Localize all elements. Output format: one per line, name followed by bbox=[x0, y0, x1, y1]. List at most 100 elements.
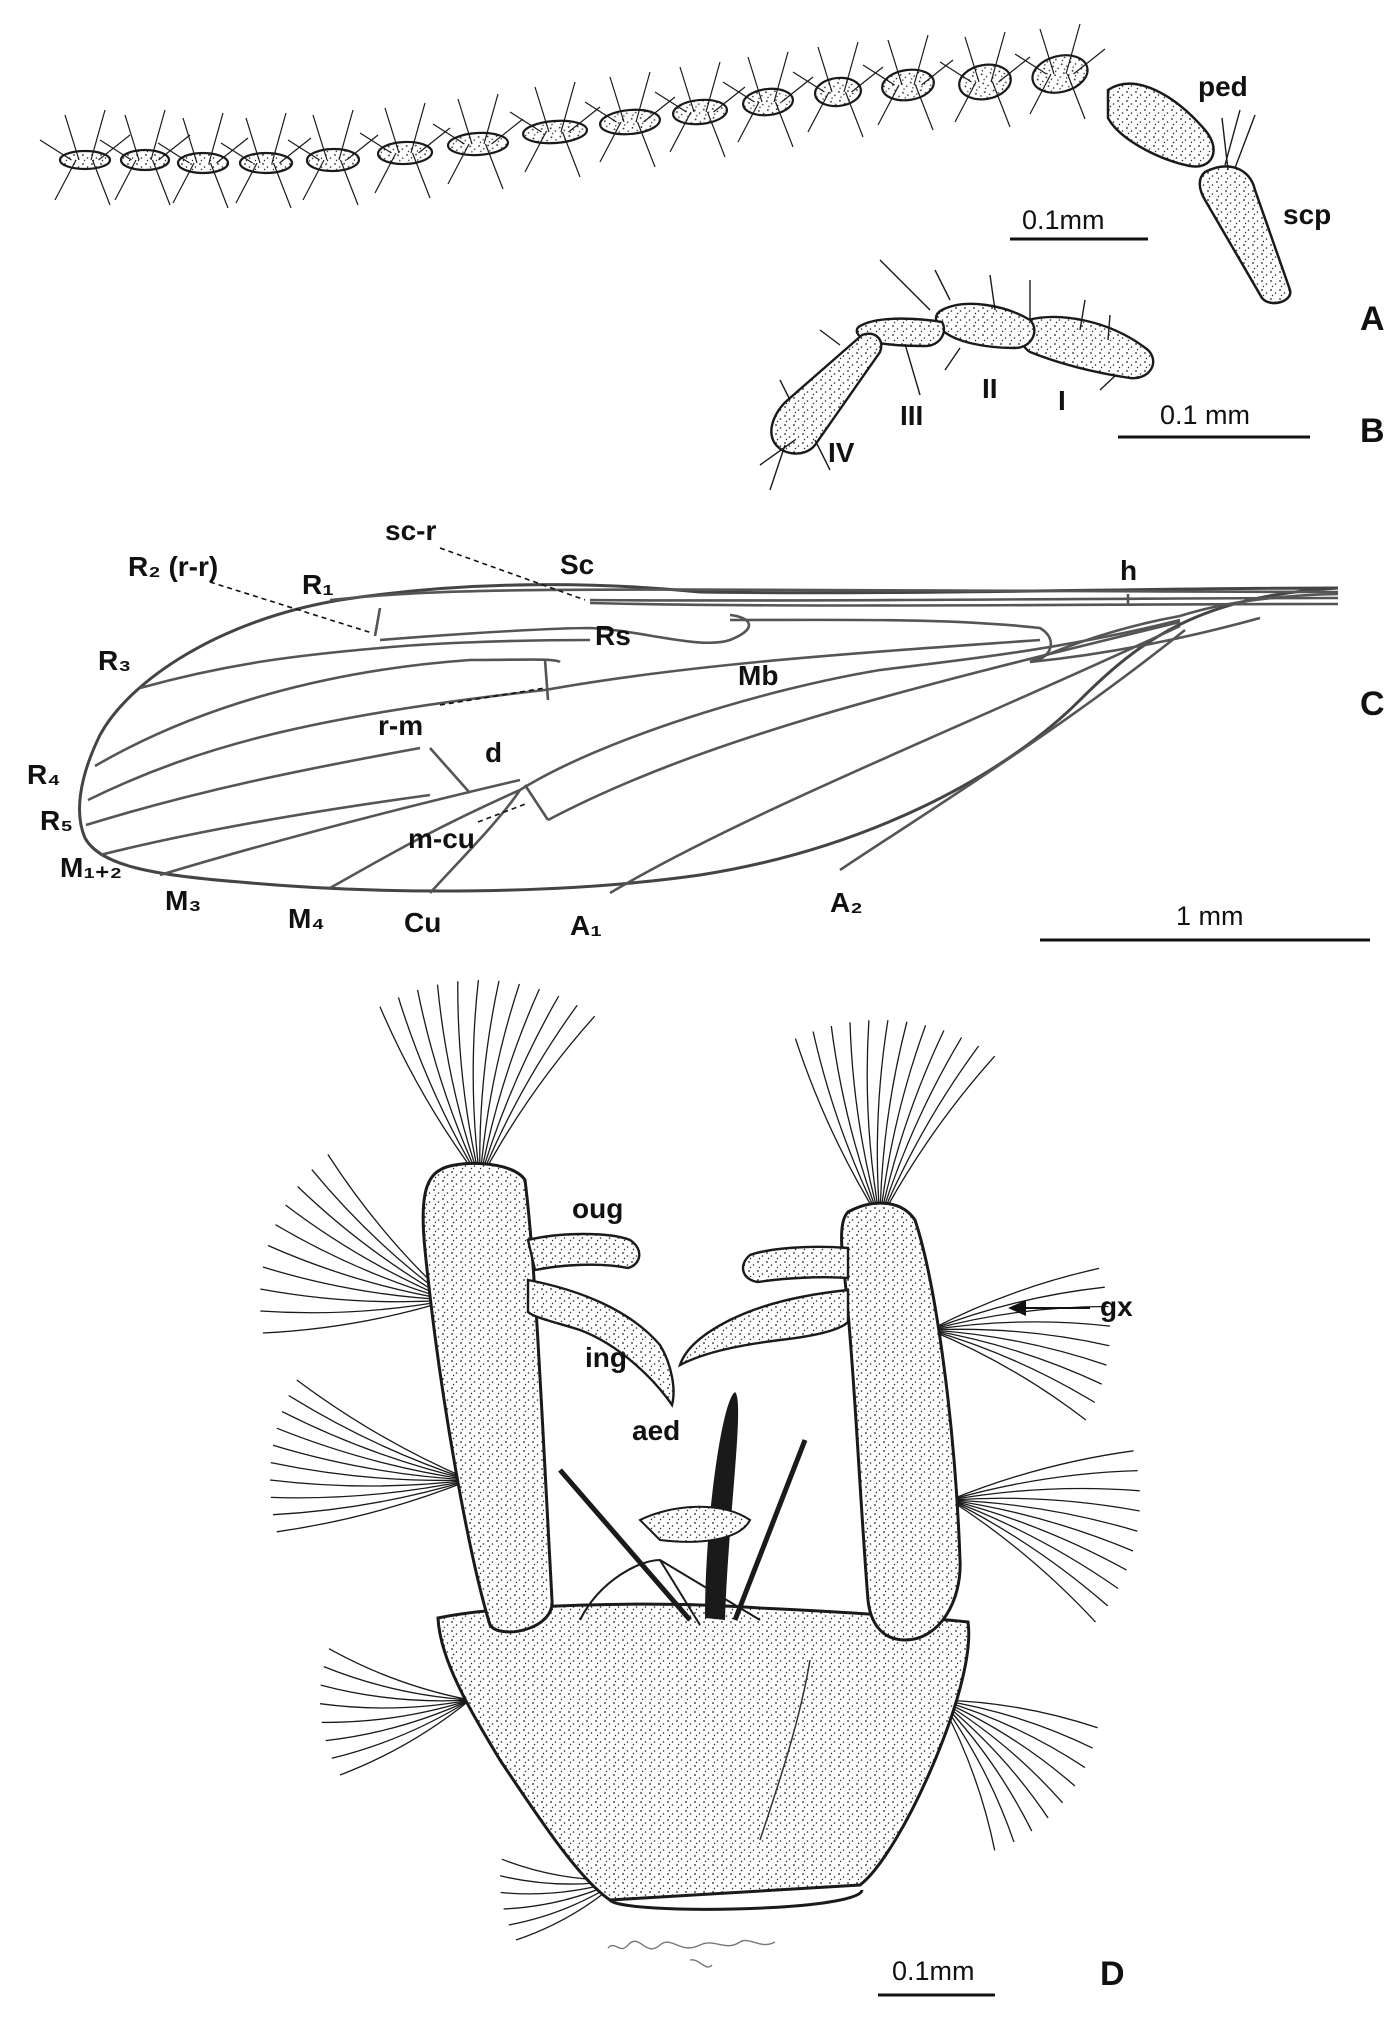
antenna-seta bbox=[124, 114, 140, 161]
genital-seta bbox=[262, 1266, 451, 1301]
flagellomere bbox=[521, 119, 589, 145]
right-gonostylus bbox=[840, 1201, 962, 1642]
antenna-seta bbox=[524, 131, 547, 173]
flagellomere bbox=[741, 87, 795, 117]
genital-seta bbox=[321, 1699, 471, 1724]
genital-seta bbox=[276, 1427, 471, 1481]
right-oug bbox=[741, 1245, 850, 1284]
wing-leader-lines bbox=[209, 547, 586, 823]
wing-label-r3: R₃ bbox=[98, 645, 131, 676]
antenna-seta bbox=[737, 101, 760, 143]
antenna-seta bbox=[913, 34, 929, 86]
genital-seta bbox=[416, 989, 481, 1181]
antenna-seta bbox=[235, 162, 258, 204]
antenna-seta bbox=[302, 159, 325, 201]
palpus-segment-iv bbox=[770, 332, 883, 455]
genital-seta bbox=[319, 1699, 471, 1709]
genitalia-label-aed: aed bbox=[632, 1415, 680, 1446]
antenna-seta bbox=[491, 118, 524, 145]
antenna-seta bbox=[817, 46, 833, 93]
genital-seta bbox=[397, 997, 481, 1181]
wing-label-m-cu: m-cu bbox=[408, 823, 475, 854]
antenna-seta bbox=[609, 76, 625, 123]
antenna-seta bbox=[39, 139, 72, 161]
antenna-seta bbox=[844, 91, 864, 138]
left-oug bbox=[526, 1232, 641, 1272]
antenna-seta bbox=[706, 111, 726, 158]
antenna-seta bbox=[374, 152, 397, 194]
flagellomere bbox=[176, 151, 230, 175]
antenna-seta bbox=[114, 159, 137, 201]
genital-seta bbox=[272, 1444, 471, 1481]
wing-label-rs: Rs bbox=[595, 620, 631, 651]
wing-label-h: h bbox=[1120, 555, 1137, 586]
genital-seta bbox=[949, 1499, 1096, 1623]
antenna-seta bbox=[457, 98, 473, 145]
genital-seta bbox=[479, 983, 521, 1181]
palpus-label-iv: IV bbox=[828, 437, 855, 468]
base-suture bbox=[759, 1659, 811, 1841]
wing-label-r5: R₅ bbox=[40, 805, 73, 836]
antenna-seta bbox=[279, 137, 312, 164]
genital-seta bbox=[479, 1004, 578, 1181]
panel-label-c: C bbox=[1360, 685, 1385, 723]
flagellomere bbox=[119, 148, 171, 172]
genital-seta bbox=[879, 1055, 996, 1221]
palpus-setae bbox=[759, 259, 1116, 491]
antenna-seta bbox=[921, 59, 954, 86]
genital-seta bbox=[260, 1288, 451, 1303]
antenna-seta bbox=[483, 93, 499, 145]
genital-seta bbox=[479, 980, 500, 1181]
antenna-seta bbox=[90, 109, 106, 161]
antenna-seta bbox=[91, 159, 111, 206]
genital-seta bbox=[479, 988, 540, 1181]
antenna-seta bbox=[1065, 23, 1081, 75]
genital-seta bbox=[949, 1487, 1140, 1501]
genital-seta bbox=[949, 1497, 1140, 1512]
genital-seta bbox=[929, 1321, 1111, 1331]
antenna-seta bbox=[654, 91, 687, 113]
genital-seta bbox=[331, 1699, 471, 1759]
genital-seta bbox=[794, 1038, 881, 1221]
genital-seta bbox=[472, 979, 481, 1181]
genital-seta bbox=[296, 1379, 471, 1481]
palpus-drawing bbox=[759, 259, 1155, 491]
gx-arrow-head bbox=[1008, 1300, 1026, 1316]
antenna-seta bbox=[705, 61, 721, 113]
antenna-seta bbox=[843, 41, 859, 93]
wing-label-r1: R₁ bbox=[302, 569, 334, 600]
left-ing bbox=[526, 1278, 675, 1408]
wing-label-m12: M₁₊₂ bbox=[60, 852, 122, 883]
antenna-seta bbox=[713, 86, 746, 113]
genital-seta bbox=[949, 1469, 1138, 1501]
genital-seta bbox=[939, 1699, 1086, 1769]
antenna-seta bbox=[339, 159, 359, 206]
genital-seta bbox=[323, 1665, 471, 1701]
genital-seta bbox=[267, 1244, 451, 1301]
antenna-seta bbox=[807, 91, 830, 133]
genital-seta bbox=[879, 1045, 980, 1221]
antenna-seta bbox=[560, 81, 576, 133]
antenna-seta bbox=[851, 66, 884, 93]
antenna-seta bbox=[287, 139, 320, 161]
antenna-pedicel bbox=[1106, 82, 1215, 168]
antenna-seta bbox=[862, 64, 895, 86]
wing-label-r2: R₂ (r-r) bbox=[128, 551, 218, 582]
genital-seta bbox=[876, 1020, 889, 1221]
genital-seta bbox=[325, 1699, 471, 1742]
antenna-seta bbox=[774, 101, 794, 148]
wing-label-cu: Cu bbox=[404, 907, 441, 938]
antenna-seta bbox=[939, 61, 972, 83]
antenna-seta bbox=[1014, 53, 1047, 75]
label-ped: ped bbox=[1198, 71, 1248, 102]
antenna-seta bbox=[338, 109, 354, 161]
genital-seta bbox=[879, 1025, 927, 1221]
wing-label-d: d bbox=[485, 737, 502, 768]
antenna-seta bbox=[747, 56, 763, 103]
antenna-seta bbox=[271, 112, 287, 164]
genitalia-label-oug: oug bbox=[572, 1193, 623, 1224]
antenna-drawing bbox=[39, 23, 1292, 305]
panel-label-d: D bbox=[1100, 1955, 1125, 1993]
genital-seta bbox=[929, 1328, 1110, 1347]
antenna-seta bbox=[359, 132, 392, 154]
